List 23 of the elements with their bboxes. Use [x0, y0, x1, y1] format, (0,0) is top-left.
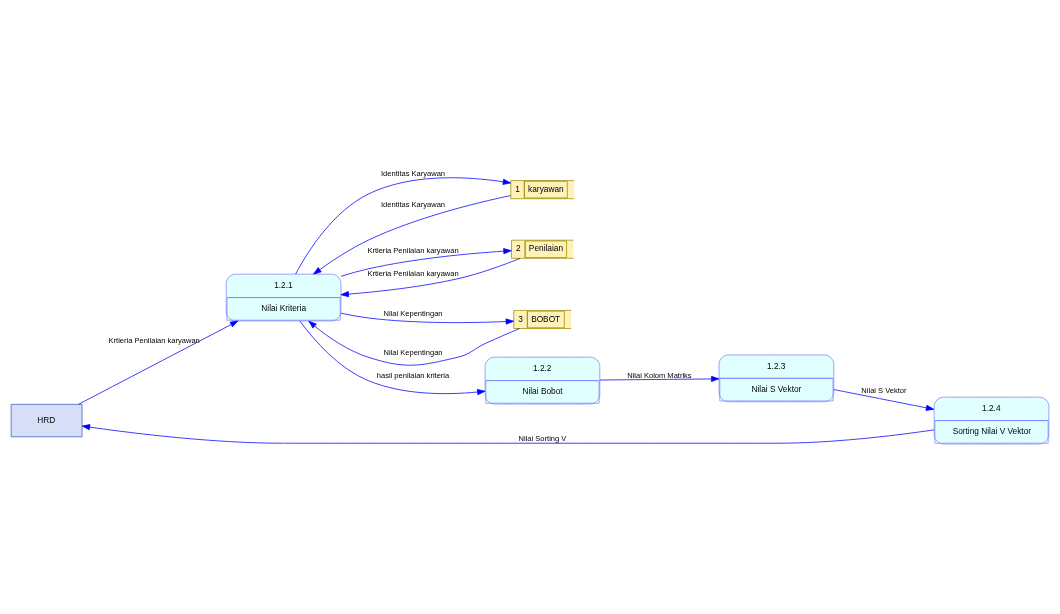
arrow — [340, 258, 521, 298]
arrow — [599, 375, 720, 382]
edge-label: hasil penilaian kriteria — [376, 371, 450, 381]
arrow — [308, 320, 520, 366]
arrow — [81, 424, 935, 444]
arrow — [295, 177, 512, 275]
edge-label: Nilai Sorting V — [518, 433, 567, 443]
edge-label: Krtieria Penilaian karyawan — [367, 269, 459, 279]
edge-label: Nilai Kolom Matriks — [627, 370, 692, 380]
edge-label: Identitas Karyawan — [380, 200, 446, 209]
node-box: HRD — [10, 404, 83, 438]
arrow — [340, 248, 512, 277]
edge-label: Krtieria Penilaian karyawan — [108, 335, 200, 345]
edge-label: Identitas Karyawan — [380, 169, 446, 179]
arrow — [833, 389, 935, 411]
edge-label: Nilai Kepentingan — [383, 308, 443, 318]
edge-label: Nilai S Vektor — [861, 386, 907, 396]
arrow — [313, 195, 511, 275]
edge-label: Nilai Kepentingan — [383, 347, 443, 357]
edge-label: Krtieria Penilaian karyawan — [367, 246, 459, 256]
arrow — [340, 312, 514, 325]
arrow — [78, 320, 239, 405]
arrow — [299, 320, 486, 395]
